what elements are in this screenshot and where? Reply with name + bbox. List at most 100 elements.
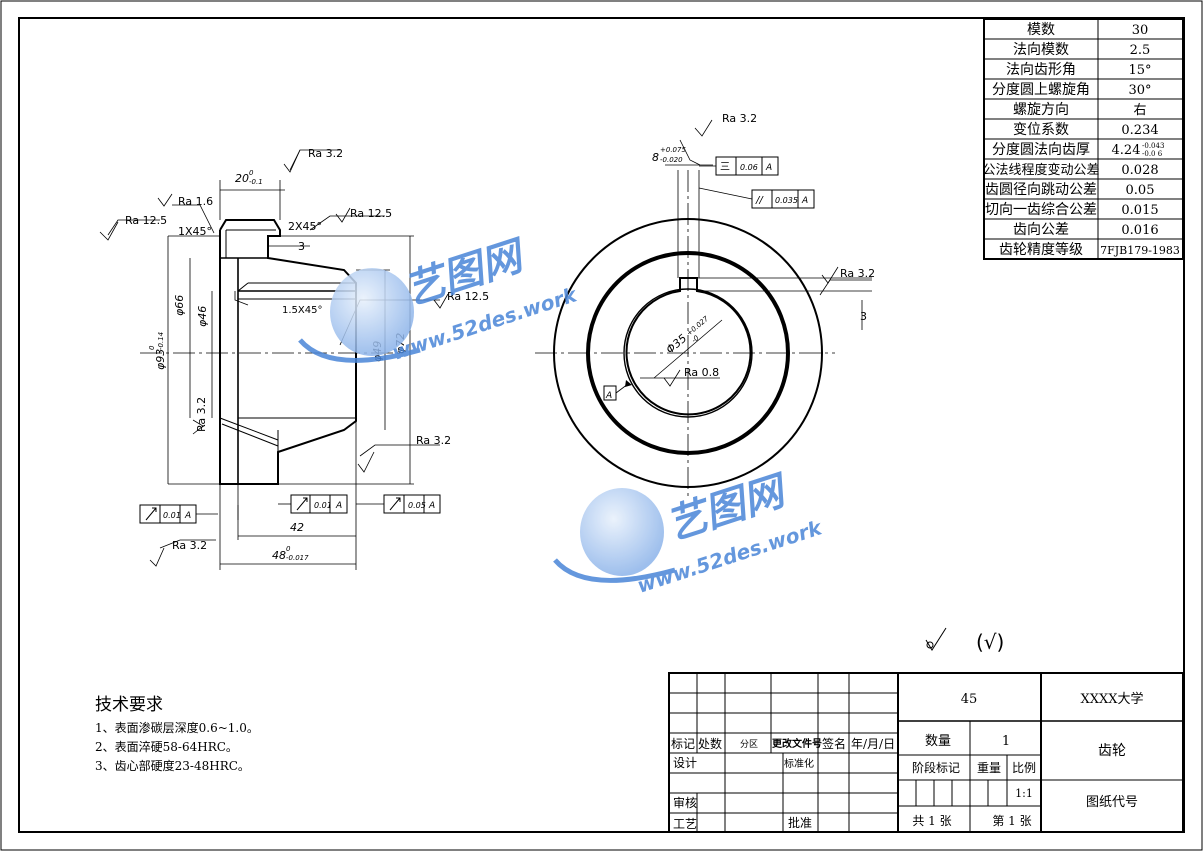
- watermark-1: 艺图网 www.52des.work: [298, 232, 581, 365]
- param-value: 4.24: [1112, 143, 1141, 158]
- front-view-labels: Ra 3.2Ra 3.2Ra 0.8 8 +0.075 -0.020 3 Φ35…: [605, 112, 875, 401]
- gtol-parallel-datum: A: [801, 196, 808, 206]
- tip-circle: [553, 218, 823, 488]
- roughness-label: Ra 0.8: [684, 366, 719, 379]
- dim-top-width-sub: -0.1: [249, 178, 263, 186]
- school-name: XXXX大学: [1080, 691, 1143, 707]
- dim-d93: φ93: [154, 349, 167, 370]
- dim-length-48-sub: -0.017: [286, 554, 309, 562]
- param-value: 0.028: [1121, 163, 1158, 178]
- param-value: 30: [1132, 23, 1149, 38]
- gtol-1-value: 0.01: [163, 511, 181, 520]
- keyway-width-sub: -0.020: [660, 156, 683, 164]
- dim-chamfer-3: 1.5X45°: [282, 305, 322, 316]
- sheet-number: 第 1 张: [992, 814, 1031, 828]
- tech-item-2: 2、表面淬硬58-64HRC。: [95, 739, 238, 754]
- param-label: 变位系数: [1013, 122, 1069, 138]
- param-value: 2.5: [1130, 43, 1151, 58]
- tech-item-3: 3、齿心部硬度23-48HRC。: [95, 758, 250, 773]
- param-value-sub: -0.0 6: [1142, 150, 1163, 158]
- roughness-label: Ra 12.5: [350, 207, 392, 220]
- tb-doc: 更改文件号: [772, 737, 822, 750]
- param-value: 0.234: [1121, 123, 1158, 138]
- gtol-2-value: 0.01: [314, 501, 332, 510]
- param-label: 螺旋方向: [1013, 102, 1069, 118]
- scale-label: 比例: [1012, 761, 1036, 775]
- gtol-parallel-symbol: //: [755, 195, 764, 206]
- dim-d93-sup: 0: [148, 345, 156, 350]
- side-view-labels: Ra 1.6Ra 3.2Ra 12.5Ra 12.5Ra 12.5Ra 3.2R…: [125, 147, 489, 562]
- tb-mark: 标记: [671, 737, 695, 751]
- sheet-total: 共 1 张: [912, 814, 951, 828]
- dim-groove: 3: [298, 240, 305, 253]
- gtol-symmetry-symbol: 三: [720, 162, 730, 173]
- param-label: 分度圆法向齿厚: [992, 142, 1090, 158]
- dim-d93-sub: -0.14: [157, 332, 165, 350]
- title-block: [668, 672, 1184, 833]
- param-label: 模数: [1027, 22, 1055, 38]
- dim-d46: φ46: [196, 306, 209, 327]
- roughness-label: Ra 3.2: [308, 147, 343, 160]
- dim-chamfer-1: 1X45°: [178, 225, 212, 238]
- tech-requirements: 技术要求 1、表面渗碳层深度0.6~1.0。 2、表面淬硬58-64HRC。 3…: [95, 695, 259, 773]
- param-label: 齿向公差: [1013, 222, 1069, 238]
- roughness-label: Ra 3.2: [722, 112, 757, 125]
- param-value: 0.015: [1121, 203, 1158, 218]
- gtol-1-datum: A: [184, 511, 191, 521]
- roughness-label: Ra 12.5: [125, 214, 167, 227]
- tb-review: 审核: [673, 795, 697, 810]
- part-name: 齿轮: [1098, 743, 1126, 759]
- drawing-number-label: 图纸代号: [1086, 795, 1138, 810]
- gtol-3-datum: A: [428, 501, 435, 511]
- param-label: 法向齿形角: [1006, 62, 1076, 78]
- gtol-symmetry-datum: A: [765, 163, 772, 173]
- dim-length-42: 42: [290, 521, 304, 534]
- gtol-2-datum: A: [335, 501, 342, 511]
- inner-frame: [18, 17, 1185, 833]
- roughness-label: Ra 12.5: [447, 290, 489, 303]
- tb-date: 年/月/日: [851, 737, 895, 751]
- keyway-depth: 3: [860, 310, 867, 323]
- param-label: 法向模数: [1013, 42, 1069, 58]
- param-label: 切向一齿综合公差: [985, 202, 1097, 218]
- param-value: 0.05: [1126, 183, 1155, 198]
- roughness-label: Ra 1.6: [178, 195, 213, 208]
- roughness-label: Ra 3.2: [416, 434, 451, 447]
- stage-label: 阶段标记: [912, 760, 960, 775]
- tb-zone: 分区: [740, 739, 758, 750]
- gtol-symmetry-value: 0.06: [740, 163, 758, 172]
- bore-keyway: [625, 277, 752, 416]
- roughness-label: Ra 3.2: [195, 397, 208, 432]
- bore-dim-sub: -0: [690, 334, 701, 345]
- dim-top-width-sup: 0: [249, 169, 254, 177]
- scale-value: 1:1: [1015, 787, 1033, 800]
- keyway-width: 8: [652, 151, 659, 164]
- param-value: 右: [1133, 103, 1146, 118]
- tb-approve: 批准: [788, 815, 812, 830]
- material: 45: [961, 692, 978, 707]
- dim-d66: φ66: [173, 295, 186, 316]
- tb-design: 设计: [673, 756, 697, 770]
- tech-item-1: 1、表面渗碳层深度0.6~1.0。: [95, 720, 259, 735]
- param-value-sup: -0.043: [1142, 142, 1164, 150]
- dim-length-48: 48: [272, 549, 286, 562]
- roughness-label: Ra 3.2: [840, 267, 875, 280]
- quantity-value: 1: [1002, 734, 1010, 749]
- tb-standard: 标准化: [784, 757, 814, 770]
- tech-title: 技术要求: [95, 695, 163, 715]
- gtol-3-value: 0.05: [408, 501, 426, 510]
- datum-label: A: [605, 391, 612, 401]
- bore-dim-sup: +0.027: [685, 314, 710, 337]
- roughness-label: Ra 3.2: [172, 539, 207, 552]
- param-value: 15°: [1128, 63, 1151, 78]
- relief-circle: [623, 288, 753, 418]
- param-label: 齿圆径向跳动公差: [985, 182, 1097, 198]
- general-roughness-note: (√): [976, 630, 1004, 654]
- title-block-text: 45 XXXX大学 齿轮 图纸代号 数量 1 阶段标记 重量 比例 1:1 共 …: [671, 691, 1144, 831]
- gtol-parallel-value: 0.035: [775, 196, 798, 205]
- param-label: 分度圆上螺旋角: [992, 82, 1090, 98]
- tb-count: 处数: [698, 736, 722, 751]
